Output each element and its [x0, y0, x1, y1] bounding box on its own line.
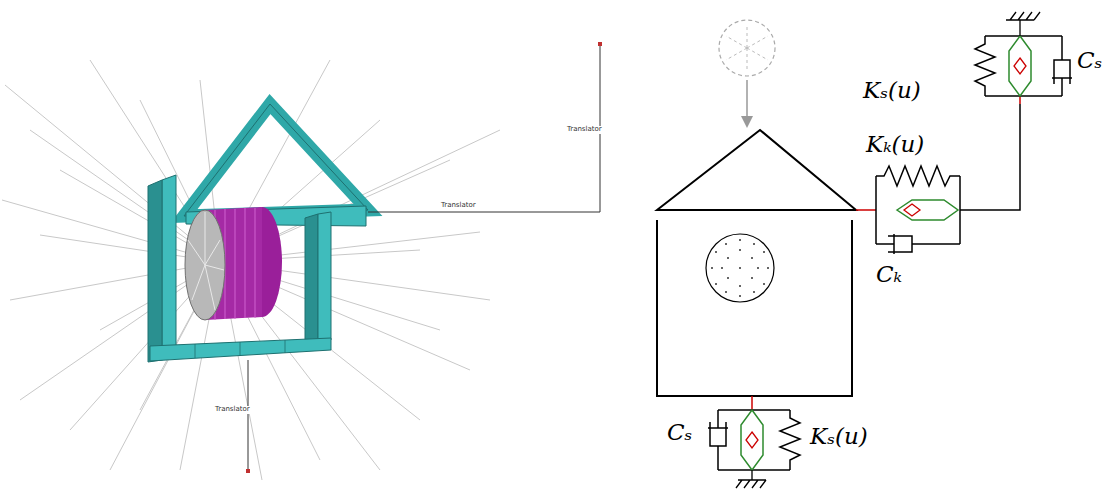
translator-label: Translator: [214, 406, 251, 414]
damping-label: Cₛ: [667, 420, 692, 445]
roof-frame: [184, 104, 368, 216]
wall-box: [657, 220, 852, 396]
roof-triangle: [657, 130, 856, 210]
stiffness-label: Kₛ(u): [863, 78, 921, 103]
connection-element: [856, 104, 1020, 254]
stiffness-label: Kₖ(u): [866, 132, 924, 157]
floor-grid: [195, 340, 285, 358]
cylinder-section: [706, 234, 774, 302]
section-dots: [711, 239, 769, 297]
left-wall-side: [162, 175, 176, 360]
falling-mass: [719, 20, 775, 76]
bottom-support: [708, 396, 800, 488]
top-support: [975, 12, 1072, 104]
stiffness-label: Kₛ(u): [810, 424, 868, 449]
right-wall-side: [318, 212, 331, 345]
translator-label: Translator: [566, 126, 603, 134]
translator-label: Translator: [440, 202, 477, 210]
cylinder-spokes: [188, 212, 224, 310]
floor-slab: [150, 338, 331, 361]
node-marker: [246, 469, 250, 473]
arrow-head: [741, 116, 753, 128]
translator-lines: [248, 45, 600, 470]
right-wall-front: [305, 214, 318, 350]
damping-label: Cₛ: [1077, 48, 1102, 73]
cylinder-face: [185, 210, 225, 320]
damping-label: Cₖ: [876, 262, 902, 287]
node-marker: [598, 42, 602, 46]
left-wall-front: [148, 180, 162, 362]
mass-spokes: [726, 24, 768, 72]
mesh-lines: [2, 60, 500, 480]
roof-edge: [184, 104, 368, 216]
impact-arrow: [746, 80, 748, 118]
